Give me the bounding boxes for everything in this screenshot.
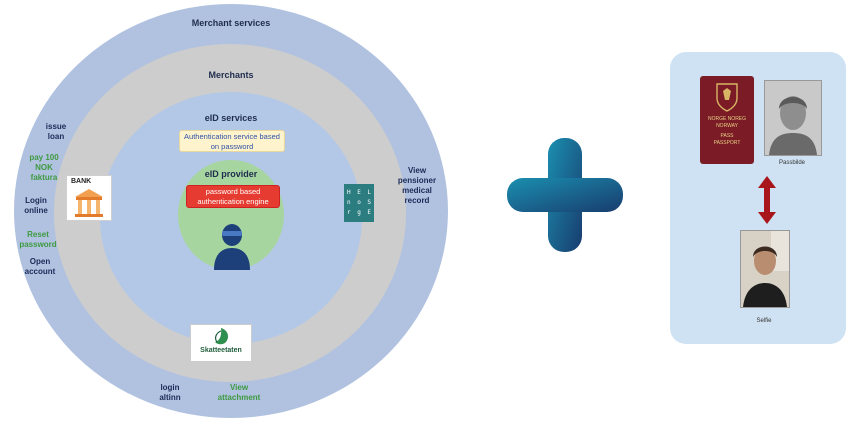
passport-title-en: PASSPORT bbox=[713, 139, 741, 146]
helse-letter: E bbox=[367, 209, 371, 216]
open-account-label: Open account bbox=[24, 257, 56, 276]
helse-letter: S bbox=[367, 199, 371, 206]
helse-letter: o bbox=[357, 199, 361, 206]
view-pensioner-label: View pensioner medical record bbox=[397, 166, 437, 205]
login-altinn-label: login altinn bbox=[159, 383, 181, 402]
person-photo-icon bbox=[741, 231, 789, 307]
reset-password-label: Reset password bbox=[19, 230, 57, 249]
helse-letter: r bbox=[347, 209, 351, 216]
plus-icon bbox=[507, 138, 623, 252]
passport-country-en: NORWAY bbox=[716, 122, 738, 129]
bank-label: BANK bbox=[71, 178, 92, 185]
coat-of-arms-icon bbox=[716, 83, 738, 112]
bank-building-icon bbox=[75, 189, 103, 217]
auth-engine-box: password based authentication engine bbox=[186, 185, 280, 208]
helse-letter: E bbox=[357, 189, 361, 196]
passport-photo bbox=[764, 80, 822, 156]
passbilde-caption: Passbilde bbox=[778, 160, 805, 166]
login-online-label: Login online bbox=[24, 196, 48, 215]
eid-provider-title: eID provider bbox=[204, 169, 258, 179]
helse-letter: H bbox=[347, 189, 351, 196]
bank-logo: BANK bbox=[66, 175, 112, 221]
merchants-title: Merchants bbox=[208, 70, 254, 80]
passport-icon: NORGE NOREG NORWAY PASS PASSPORT bbox=[700, 76, 754, 164]
skatteetaten-leaf-icon bbox=[215, 328, 229, 345]
passport-title: PASS bbox=[720, 133, 734, 139]
helse-letter: g bbox=[357, 209, 361, 216]
helse-letter: n bbox=[347, 199, 351, 206]
skatteetaten-label: Skatteetaten bbox=[200, 347, 242, 354]
pay-faktura-label: pay 100 NOK faktura bbox=[29, 153, 59, 182]
selfie-photo bbox=[740, 230, 790, 308]
user-silhouette-icon bbox=[214, 224, 250, 270]
issue-loan-label: issue loan bbox=[45, 122, 67, 141]
view-attachment-label: View attachment bbox=[217, 383, 261, 402]
authentication-service-box: Authentication service based on password bbox=[179, 130, 285, 152]
merchant-services-title: Merchant services bbox=[191, 18, 271, 28]
double-arrow-icon bbox=[758, 176, 776, 224]
skatteetaten-logo: Skatteetaten bbox=[190, 324, 252, 362]
helse-letter: L bbox=[367, 189, 371, 196]
passport-country: NORGE NOREG bbox=[707, 116, 747, 122]
eid-services-title: eID services bbox=[204, 113, 258, 123]
helse-norge-logo: H E L n o S r g E bbox=[344, 184, 374, 222]
selfie-caption: Selfie bbox=[756, 318, 772, 324]
person-photo-icon bbox=[765, 81, 821, 155]
